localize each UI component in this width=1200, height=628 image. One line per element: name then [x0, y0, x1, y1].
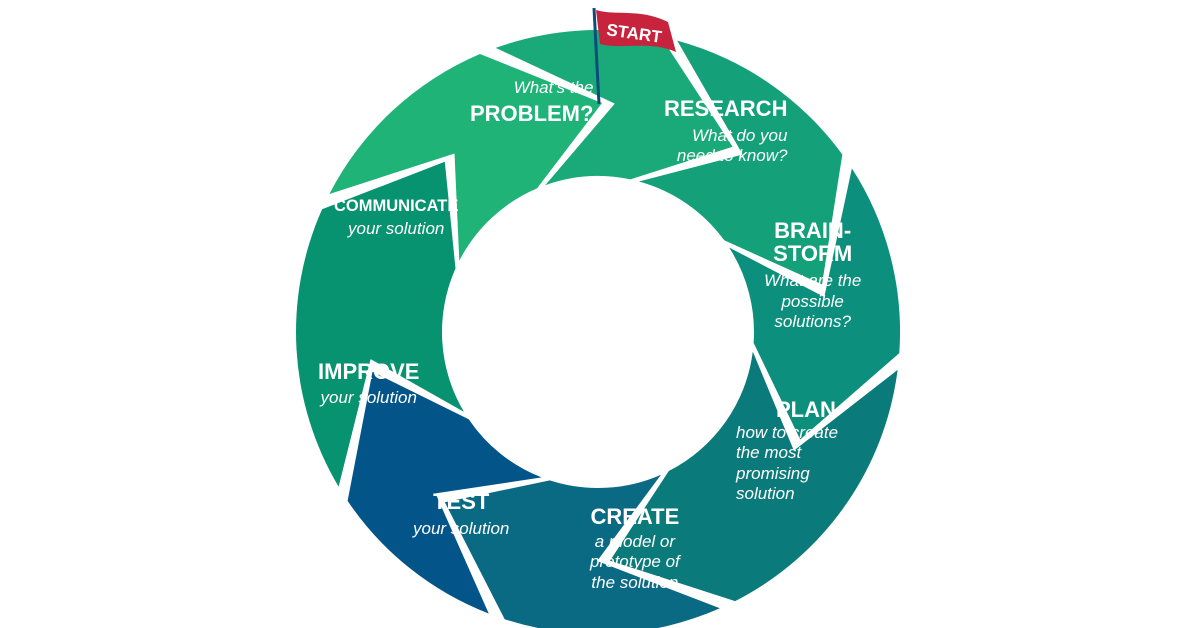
segment-plan	[638, 40, 843, 285]
step-research-desc-1: What do you	[692, 126, 788, 146]
step-problem-pre: What's the	[513, 78, 594, 97]
step-create-desc-2: prototype of	[590, 552, 680, 572]
step-plan-desc-2: the most	[736, 443, 802, 463]
step-create: CREATE a model or prototype of the solut…	[590, 505, 680, 593]
step-brainstorm: BRAIN- STORM What are the possible solut…	[764, 219, 861, 332]
step-improve-title: IMPROVE	[318, 359, 420, 384]
step-communicate: COMMUNICATE your solution	[334, 197, 459, 240]
step-create-title: CREATE	[590, 504, 680, 529]
step-communicate-title: COMMUNICATE	[334, 197, 459, 215]
step-test: TEST your solution	[413, 490, 509, 539]
step-plan-desc-1: how to create	[736, 423, 839, 443]
step-problem: What's the PROBLEM?	[470, 78, 593, 125]
flag-banner	[596, 10, 676, 52]
step-test-desc: your solution	[413, 519, 510, 539]
segment-test	[610, 351, 898, 602]
segment-research	[329, 54, 602, 261]
segment-communicate	[347, 371, 542, 614]
segment-create	[729, 168, 901, 440]
step-improve-desc: your solution	[320, 388, 417, 408]
step-plan: PLAN how to create the most promising so…	[736, 398, 838, 505]
step-improve: IMPROVE your solution	[318, 360, 419, 408]
segment-brainstorm	[495, 30, 733, 186]
step-plan-desc-4: solution	[736, 484, 795, 504]
step-create-desc-3: the solution	[591, 572, 679, 592]
step-plan-desc-3: promising	[736, 463, 810, 483]
step-create-desc-1: a model or	[594, 532, 676, 552]
step-research-desc-2: need to know?	[676, 146, 788, 166]
flag-pole	[592, 7, 601, 105]
step-plan-title: PLAN	[776, 397, 836, 422]
step-research: RESEARCH What do you need to know?	[664, 97, 787, 167]
step-problem-title: PROBLEM?	[470, 101, 594, 127]
step-brainstorm-desc-1: What are the	[764, 271, 862, 291]
step-research-title: RESEARCH	[664, 96, 788, 121]
segment-improve	[444, 474, 720, 628]
step-communicate-desc: your solution	[347, 219, 445, 239]
segment-problem	[296, 161, 464, 487]
step-brainstorm-desc-2: possible	[781, 291, 844, 311]
start-flag: START	[592, 7, 676, 105]
step-brainstorm-title-1: BRAIN-	[774, 218, 852, 243]
step-brainstorm-desc-3: solutions?	[774, 311, 851, 331]
step-test-title: TEST	[433, 489, 490, 514]
step-brainstorm-title-2: STORM	[773, 241, 853, 267]
